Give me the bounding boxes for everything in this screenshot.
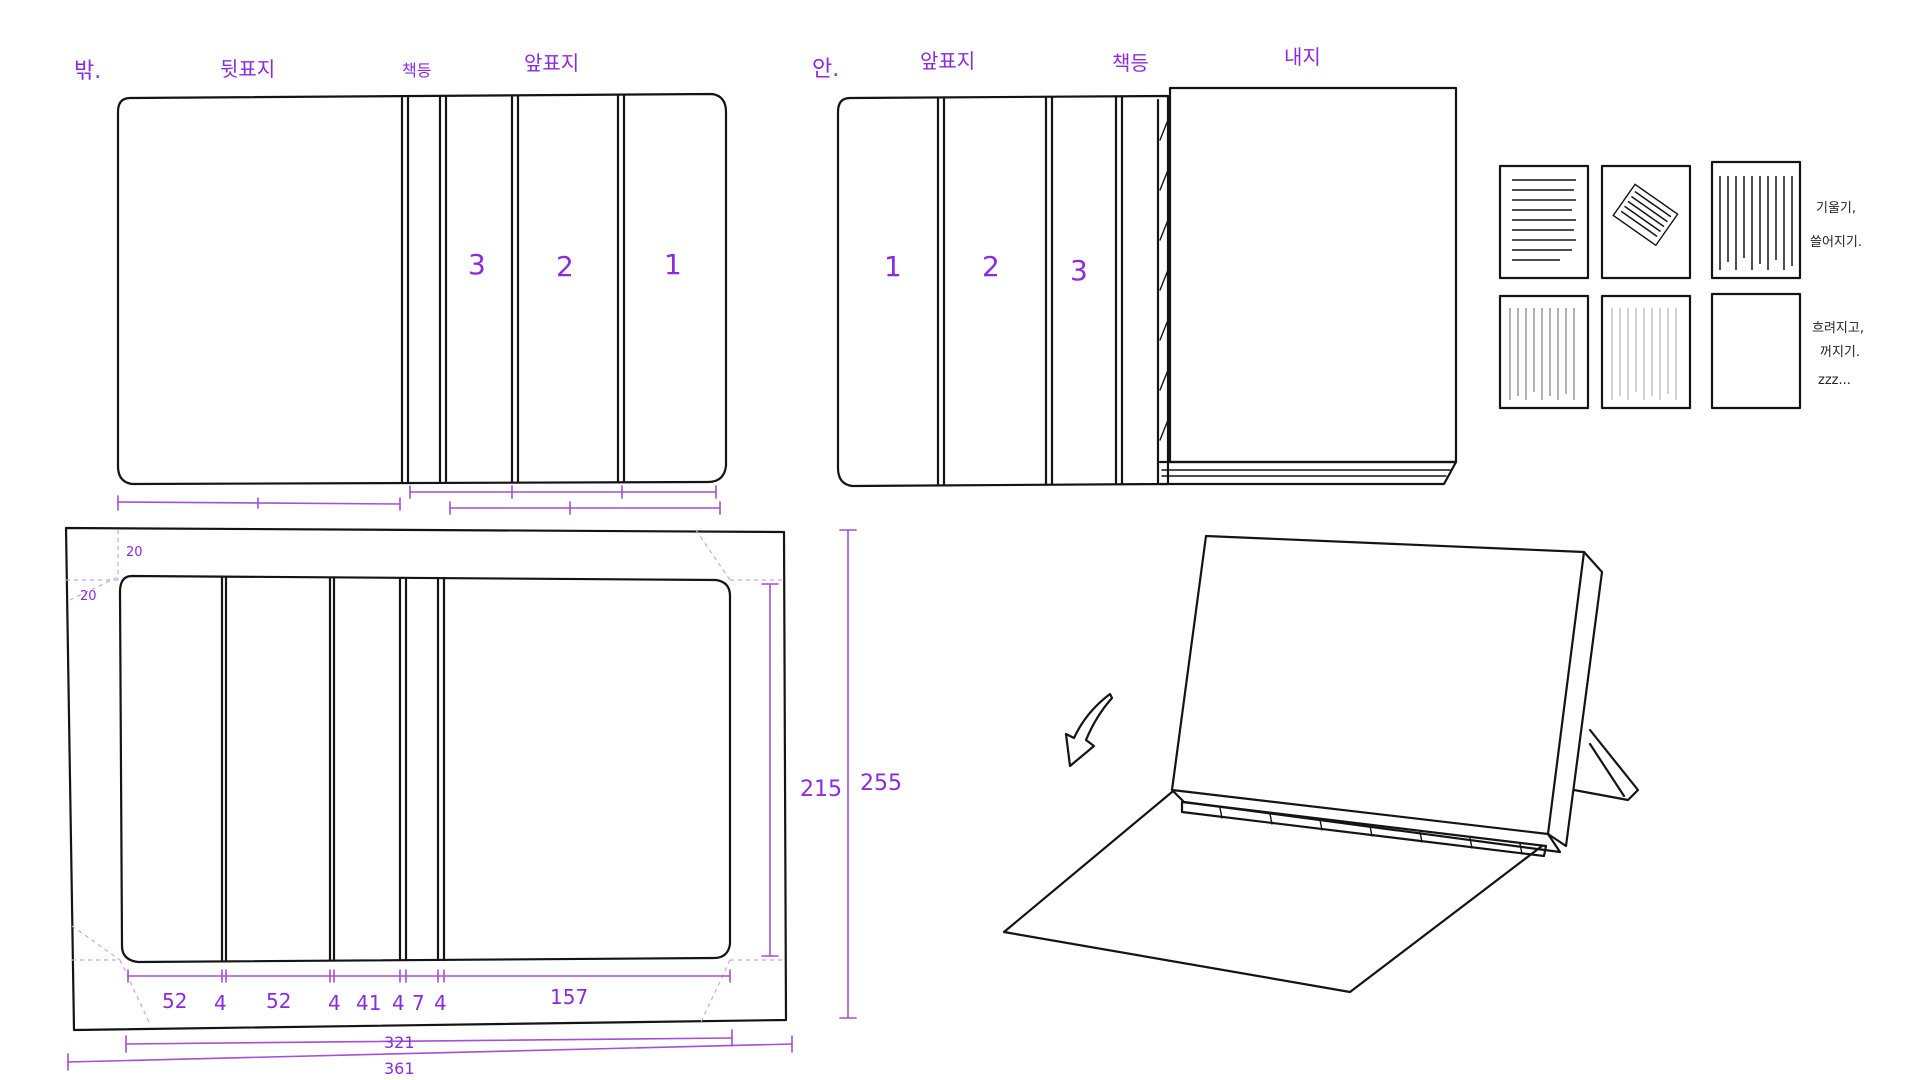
dim-segment-5: 41 — [356, 991, 381, 1015]
dim-corner-b: 20 — [80, 589, 97, 604]
thumb-fading-lines-1 — [1498, 294, 1590, 410]
label-inner-page: 내지 — [1284, 45, 1321, 69]
dim-segment-9: 157 — [550, 985, 588, 1009]
thumb-blank — [1710, 292, 1802, 410]
outside-measure-lines — [117, 485, 721, 515]
outside-panel-1: 1 — [664, 248, 682, 281]
label-back-cover: 뒷표지 — [220, 57, 275, 81]
inside-cover-outline — [836, 94, 1170, 488]
stand-base-sheet — [1002, 790, 1544, 994]
label-outside: 밖. — [74, 59, 101, 84]
label-front-cover-inner: 앞표지 — [920, 49, 975, 73]
note-sleep: zzz... — [1818, 373, 1851, 388]
pattern-width-dims — [67, 1029, 793, 1071]
thumb-text-page — [1498, 164, 1590, 280]
pattern-outer-boundary — [64, 526, 788, 1032]
inside-panel-3: 3 — [1070, 254, 1088, 287]
dim-segment-3: 52 — [266, 989, 291, 1013]
thumb-vertical-lines — [1710, 160, 1802, 280]
pattern-corner-guides — [66, 529, 784, 1025]
note-tilt: 기울기, — [1816, 201, 1856, 216]
note-fade: 흐려지고, — [1812, 321, 1864, 336]
stand-flap-back — [1572, 728, 1640, 802]
inner-page-block — [1158, 86, 1458, 486]
thumb-tilted-page — [1600, 164, 1692, 280]
thumb-fading-lines-2 — [1600, 294, 1692, 410]
note-off: 꺼지기. — [1820, 345, 1860, 360]
pattern-fold-lines — [220, 575, 446, 962]
dim-segment-1: 52 — [162, 989, 187, 1013]
label-inside: 안. — [812, 57, 839, 82]
dim-segment-2: 4 — [214, 991, 227, 1015]
stand-hinge — [1180, 800, 1548, 858]
inside-fold-lines — [936, 95, 1124, 486]
flat-pattern: 52 4 52 4 41 4 7 4 157 321 361 215 255 2… — [64, 526, 902, 1078]
dim-width-inner: 321 — [384, 1033, 415, 1052]
outside-panel-3: 3 — [468, 248, 486, 281]
label-spine-inner: 책등 — [1112, 51, 1149, 75]
arrow-indicator — [1064, 692, 1114, 768]
inside-panel-1: 1 — [884, 250, 902, 283]
pattern-inner-cover — [118, 574, 732, 964]
label-front-cover: 앞표지 — [524, 51, 579, 75]
pattern-height-dims — [761, 529, 857, 1019]
tablet-side-edge — [1546, 550, 1604, 848]
dim-segment-4: 4 — [328, 991, 341, 1015]
dim-segment-6: 4 — [392, 991, 405, 1015]
note-fall: 쓸어지기. — [1810, 235, 1862, 250]
outside-fold-lines — [400, 93, 626, 484]
stand-3d-view — [1002, 534, 1640, 994]
dim-height-outer: 255 — [860, 771, 902, 796]
outside-panel-2: 2 — [556, 250, 574, 283]
inside-spine-hatch — [1156, 98, 1169, 486]
pattern-segment-dim — [127, 969, 731, 983]
dim-segment-8: 4 — [434, 991, 447, 1015]
tablet-screen — [1170, 534, 1586, 836]
label-spine-outer: 책등 — [402, 61, 431, 80]
outside-view: 밖. 뒷표지 책등 앞표지 3 2 1 — [74, 51, 728, 515]
dim-segment-7: 7 — [412, 991, 425, 1015]
tablet-bottom-edge — [1170, 788, 1562, 854]
outside-cover-outline — [116, 92, 728, 486]
inside-view: 안. 앞표지 책등 내지 1 2 3 — [812, 45, 1458, 488]
dim-corner-a: 20 — [126, 545, 143, 560]
dim-width-outer: 361 — [384, 1059, 415, 1078]
inside-panel-2: 2 — [982, 250, 1000, 283]
state-thumbnails: 기울기, 쓸어지기. 흐려지고, 꺼지기. zzz... — [1498, 160, 1864, 410]
dim-height-inner: 215 — [800, 777, 842, 802]
